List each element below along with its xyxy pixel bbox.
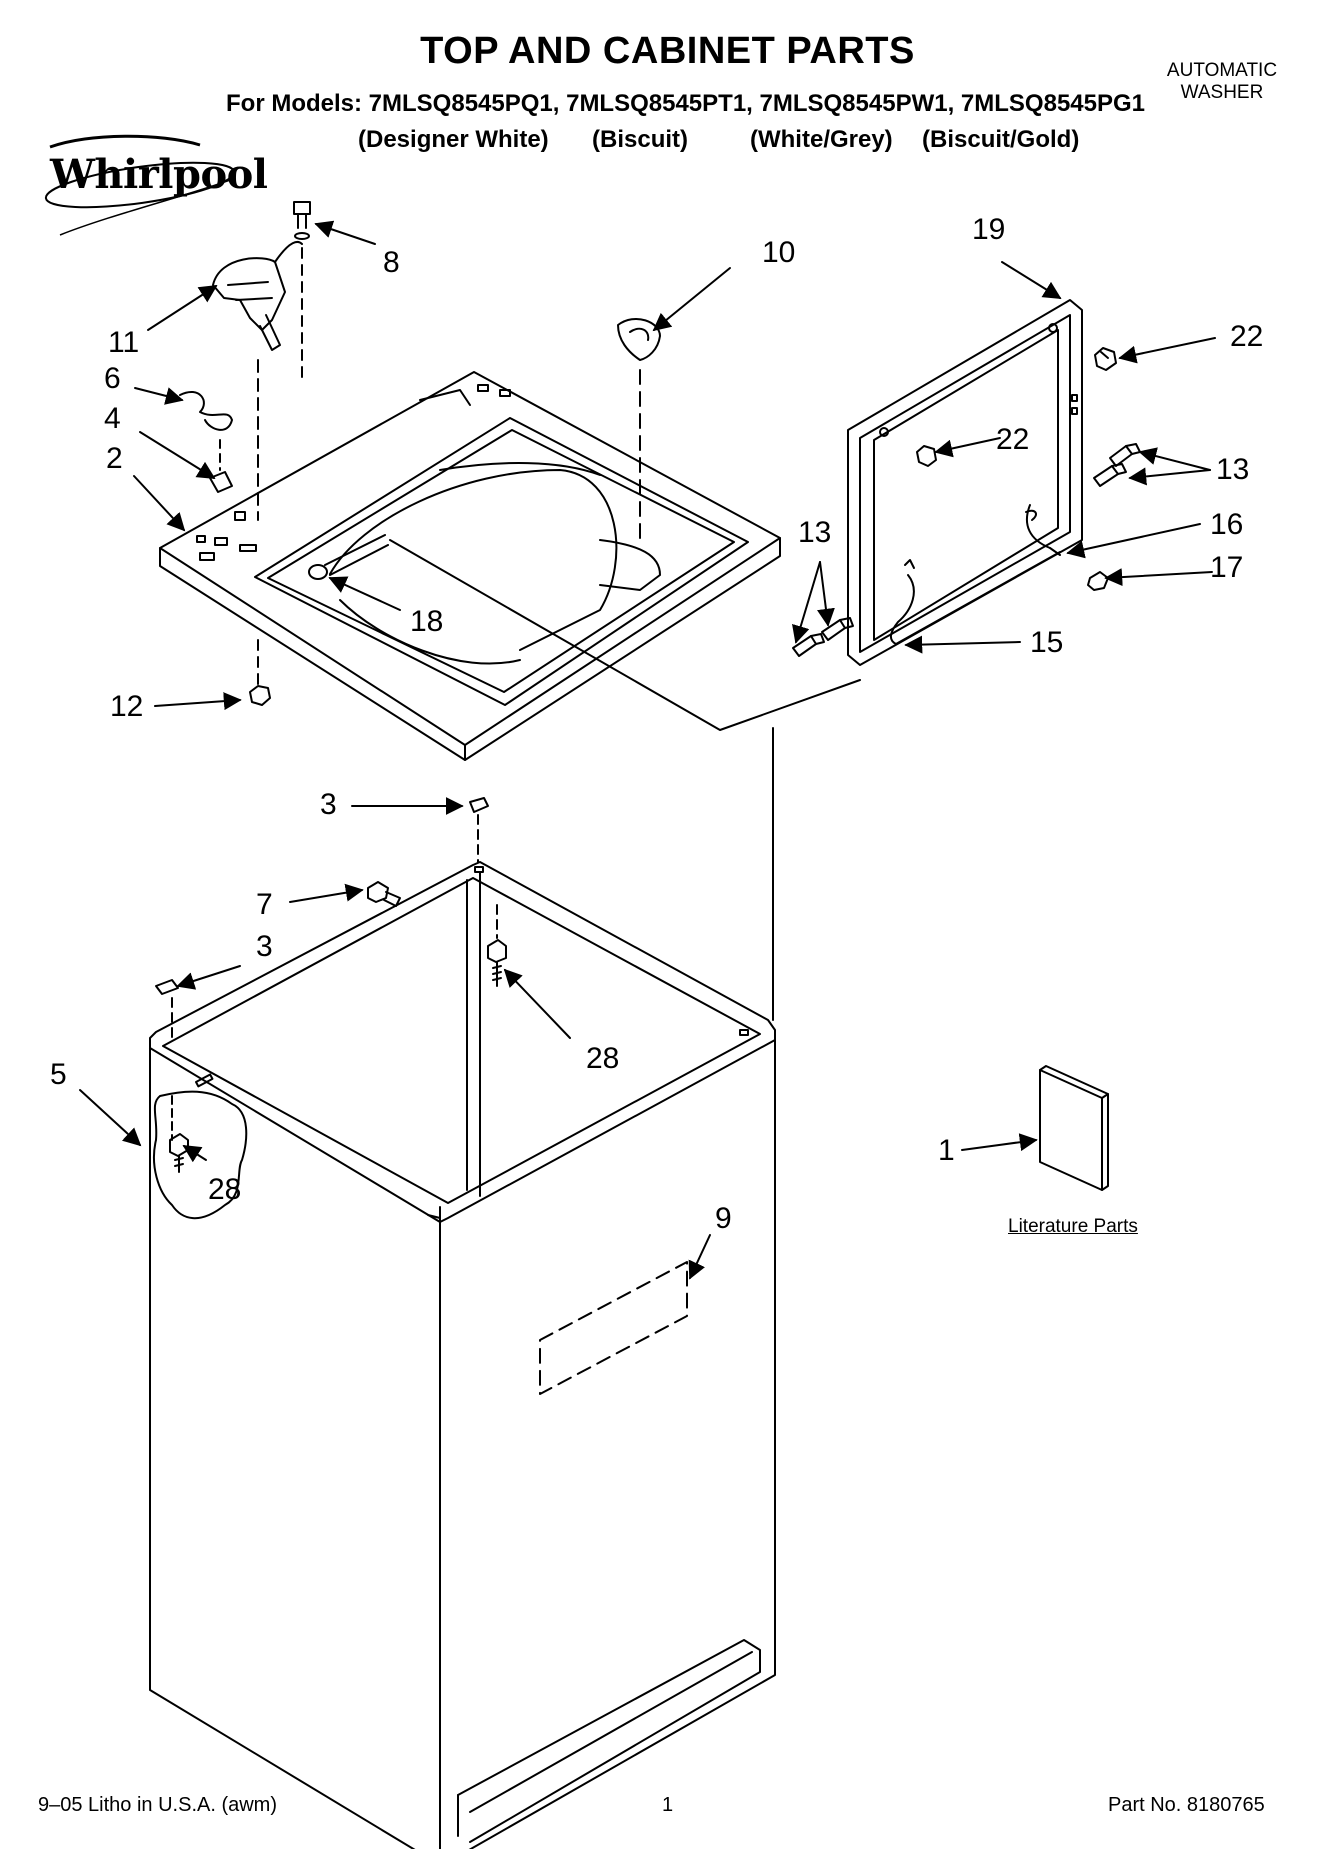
screw-part-13-upper xyxy=(1109,443,1141,467)
clip-part-6 xyxy=(179,391,233,431)
callout-3-lower: 3 xyxy=(256,930,273,963)
cabinet-part-5 xyxy=(149,861,776,1849)
callout-17: 17 xyxy=(1210,551,1244,584)
callout-15: 15 xyxy=(1030,626,1064,659)
literature-booklet-part-1 xyxy=(1039,1065,1109,1191)
screw-part-8 xyxy=(293,201,311,381)
bumper-part-22-upper xyxy=(1094,347,1117,371)
product-type-line1: AUTOMATIC xyxy=(1166,60,1278,81)
callout-9: 9 xyxy=(715,1202,732,1235)
washer-top-part-2 xyxy=(159,371,781,761)
clip-part-3-upper xyxy=(469,797,489,863)
lid-switch-part-11 xyxy=(212,241,303,521)
callout-5: 5 xyxy=(50,1058,67,1091)
whirlpool-logo: Whirlpool xyxy=(30,125,270,245)
callout-28-upper: 28 xyxy=(586,1042,620,1075)
logo-wordmark: Whirlpool xyxy=(50,151,268,198)
callout-6: 6 xyxy=(104,362,121,395)
callout-22-lower: 22 xyxy=(996,423,1030,456)
screw-part-17 xyxy=(1087,571,1109,591)
callout-12: 12 xyxy=(110,690,144,723)
hinge-part-15 xyxy=(890,551,1061,645)
footer-part-number: Part No. 8180765 xyxy=(1108,1794,1265,1816)
models-line: For Models: 7MLSQ8545PQ1, 7MLSQ8545PT1, … xyxy=(226,90,1146,117)
callout-leaders xyxy=(79,220,1216,1280)
footer-page-number: 1 xyxy=(662,1794,674,1816)
nut-part-12 xyxy=(249,639,271,706)
lid-part-19 xyxy=(847,299,1083,666)
variant-white-grey: (White/Grey) xyxy=(750,126,893,153)
callout-18: 18 xyxy=(410,605,444,638)
callout-19: 19 xyxy=(972,213,1006,246)
screw-part-13-mid xyxy=(1093,463,1127,487)
callout-11: 11 xyxy=(108,326,140,359)
literature-parts-label: Literature Parts xyxy=(1008,1216,1138,1237)
callout-13-left: 13 xyxy=(798,516,832,549)
variant-designer-white: (Designer White) xyxy=(358,126,549,153)
callout-2: 2 xyxy=(106,442,123,475)
callout-28-lower: 28 xyxy=(208,1173,242,1206)
product-type-line2: WASHER xyxy=(1180,82,1264,103)
callout-10: 10 xyxy=(762,236,796,269)
callout-22-upper: 22 xyxy=(1230,320,1264,353)
variant-biscuit: (Biscuit) xyxy=(592,126,688,153)
callout-7: 7 xyxy=(256,888,273,921)
screw-part-28-upper xyxy=(487,904,507,987)
callout-13-right: 13 xyxy=(1216,453,1250,486)
bumper-part-22-lower xyxy=(916,445,937,467)
hinge-rod-part-18 xyxy=(308,534,861,731)
screw-part-7 xyxy=(367,881,401,907)
logo-swirl-icon xyxy=(44,134,236,236)
page-title: TOP AND CABINET PARTS xyxy=(420,30,915,72)
callout-3-upper: 3 xyxy=(320,788,337,821)
callout-1: 1 xyxy=(938,1134,955,1167)
footer-litho: 9–05 Litho in U.S.A. (awm) xyxy=(38,1794,277,1816)
bracket-part-4 xyxy=(209,439,233,493)
variant-biscuit-gold: (Biscuit/Gold) xyxy=(922,126,1080,153)
callout-16: 16 xyxy=(1210,508,1244,541)
callout-8: 8 xyxy=(383,246,400,279)
bumper-part-10 xyxy=(617,318,661,541)
callout-4: 4 xyxy=(104,402,121,435)
product-type: AUTOMATIC WASHER xyxy=(1162,60,1282,104)
